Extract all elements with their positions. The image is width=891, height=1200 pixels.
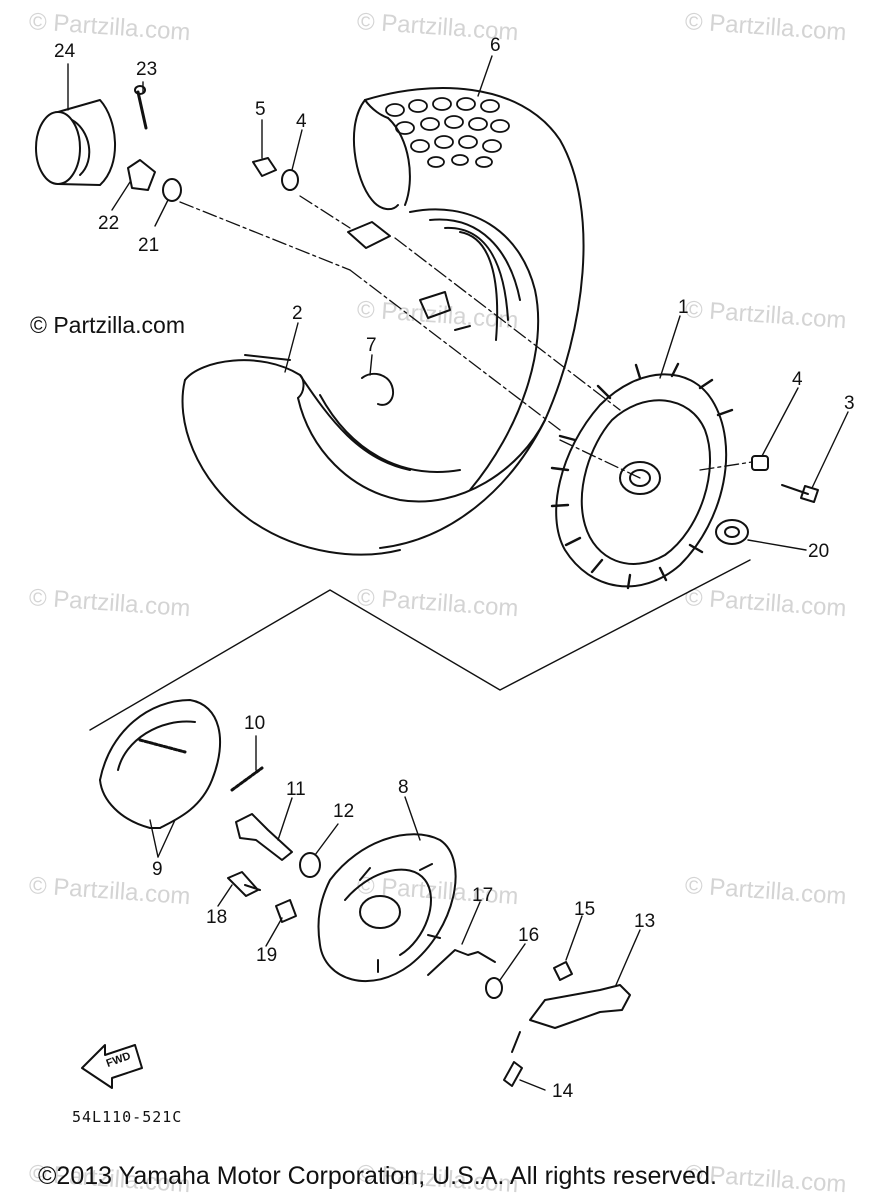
- callout-7: 7: [366, 335, 377, 356]
- fwd-arrow-icon: [81, 1044, 143, 1089]
- callout-1: 1: [678, 297, 689, 318]
- nut-part: [751, 455, 769, 471]
- camshaft-part: [235, 813, 293, 861]
- diagram-code: 54L110-521C: [72, 1108, 183, 1126]
- brake-panel-part: [317, 833, 457, 982]
- callout-19: 19: [256, 945, 278, 966]
- washer-part: [299, 852, 321, 878]
- callout-12: 12: [333, 801, 355, 822]
- callout-11: 11: [286, 779, 306, 800]
- tube-part: [181, 291, 546, 556]
- callout-14: 14: [552, 1081, 574, 1102]
- callout-2: 2: [292, 303, 303, 324]
- callout-24: 24: [54, 41, 76, 62]
- bolt-part: [781, 484, 819, 503]
- nut-part: [553, 961, 573, 981]
- bolt-part: [227, 871, 261, 897]
- torsion-spring-part: [427, 949, 496, 976]
- valve-stem-part: [347, 221, 391, 249]
- callout-13: 13: [634, 911, 656, 932]
- callout-18: 18: [206, 907, 228, 928]
- return-spring-part: [230, 766, 264, 792]
- callout-8: 8: [398, 777, 409, 798]
- hub-part: [550, 362, 734, 590]
- axle-nut-part: [127, 159, 156, 191]
- tire-part: [352, 87, 585, 549]
- callout-10: 10: [244, 713, 266, 734]
- partzilla-credit: © Partzilla.com: [30, 312, 185, 338]
- nut-part: [252, 157, 277, 177]
- nut-part: [275, 899, 297, 923]
- washer-part: [162, 178, 182, 202]
- callout-23: 23: [136, 59, 158, 80]
- axle-bolt-part: [136, 90, 148, 130]
- brake-lever-part: [529, 984, 631, 1029]
- callout-15: 15: [574, 899, 596, 920]
- copyright-footer: ©2013 Yamaha Motor Corporation, U.S.A. A…: [38, 1162, 717, 1190]
- hub-cap-part: [35, 99, 117, 186]
- callout-17: 17: [472, 885, 494, 906]
- callout-20: 20: [808, 541, 830, 562]
- callout-21: 21: [138, 235, 160, 256]
- callout-6: 6: [490, 35, 501, 56]
- callout-4: 4: [792, 369, 803, 390]
- callout-16: 16: [518, 925, 540, 946]
- bolt-part: [503, 1031, 523, 1087]
- collar-part: [715, 519, 749, 545]
- callout-4: 4: [296, 111, 307, 132]
- washer-part: [485, 977, 503, 999]
- callout-22: 22: [98, 213, 120, 234]
- callout-3: 3: [844, 393, 855, 414]
- brake-shoe-part: [99, 699, 222, 829]
- washer-part: [281, 169, 299, 191]
- callout-9: 9: [152, 859, 163, 880]
- callout-5: 5: [255, 99, 266, 120]
- rim-band-part: [361, 372, 394, 406]
